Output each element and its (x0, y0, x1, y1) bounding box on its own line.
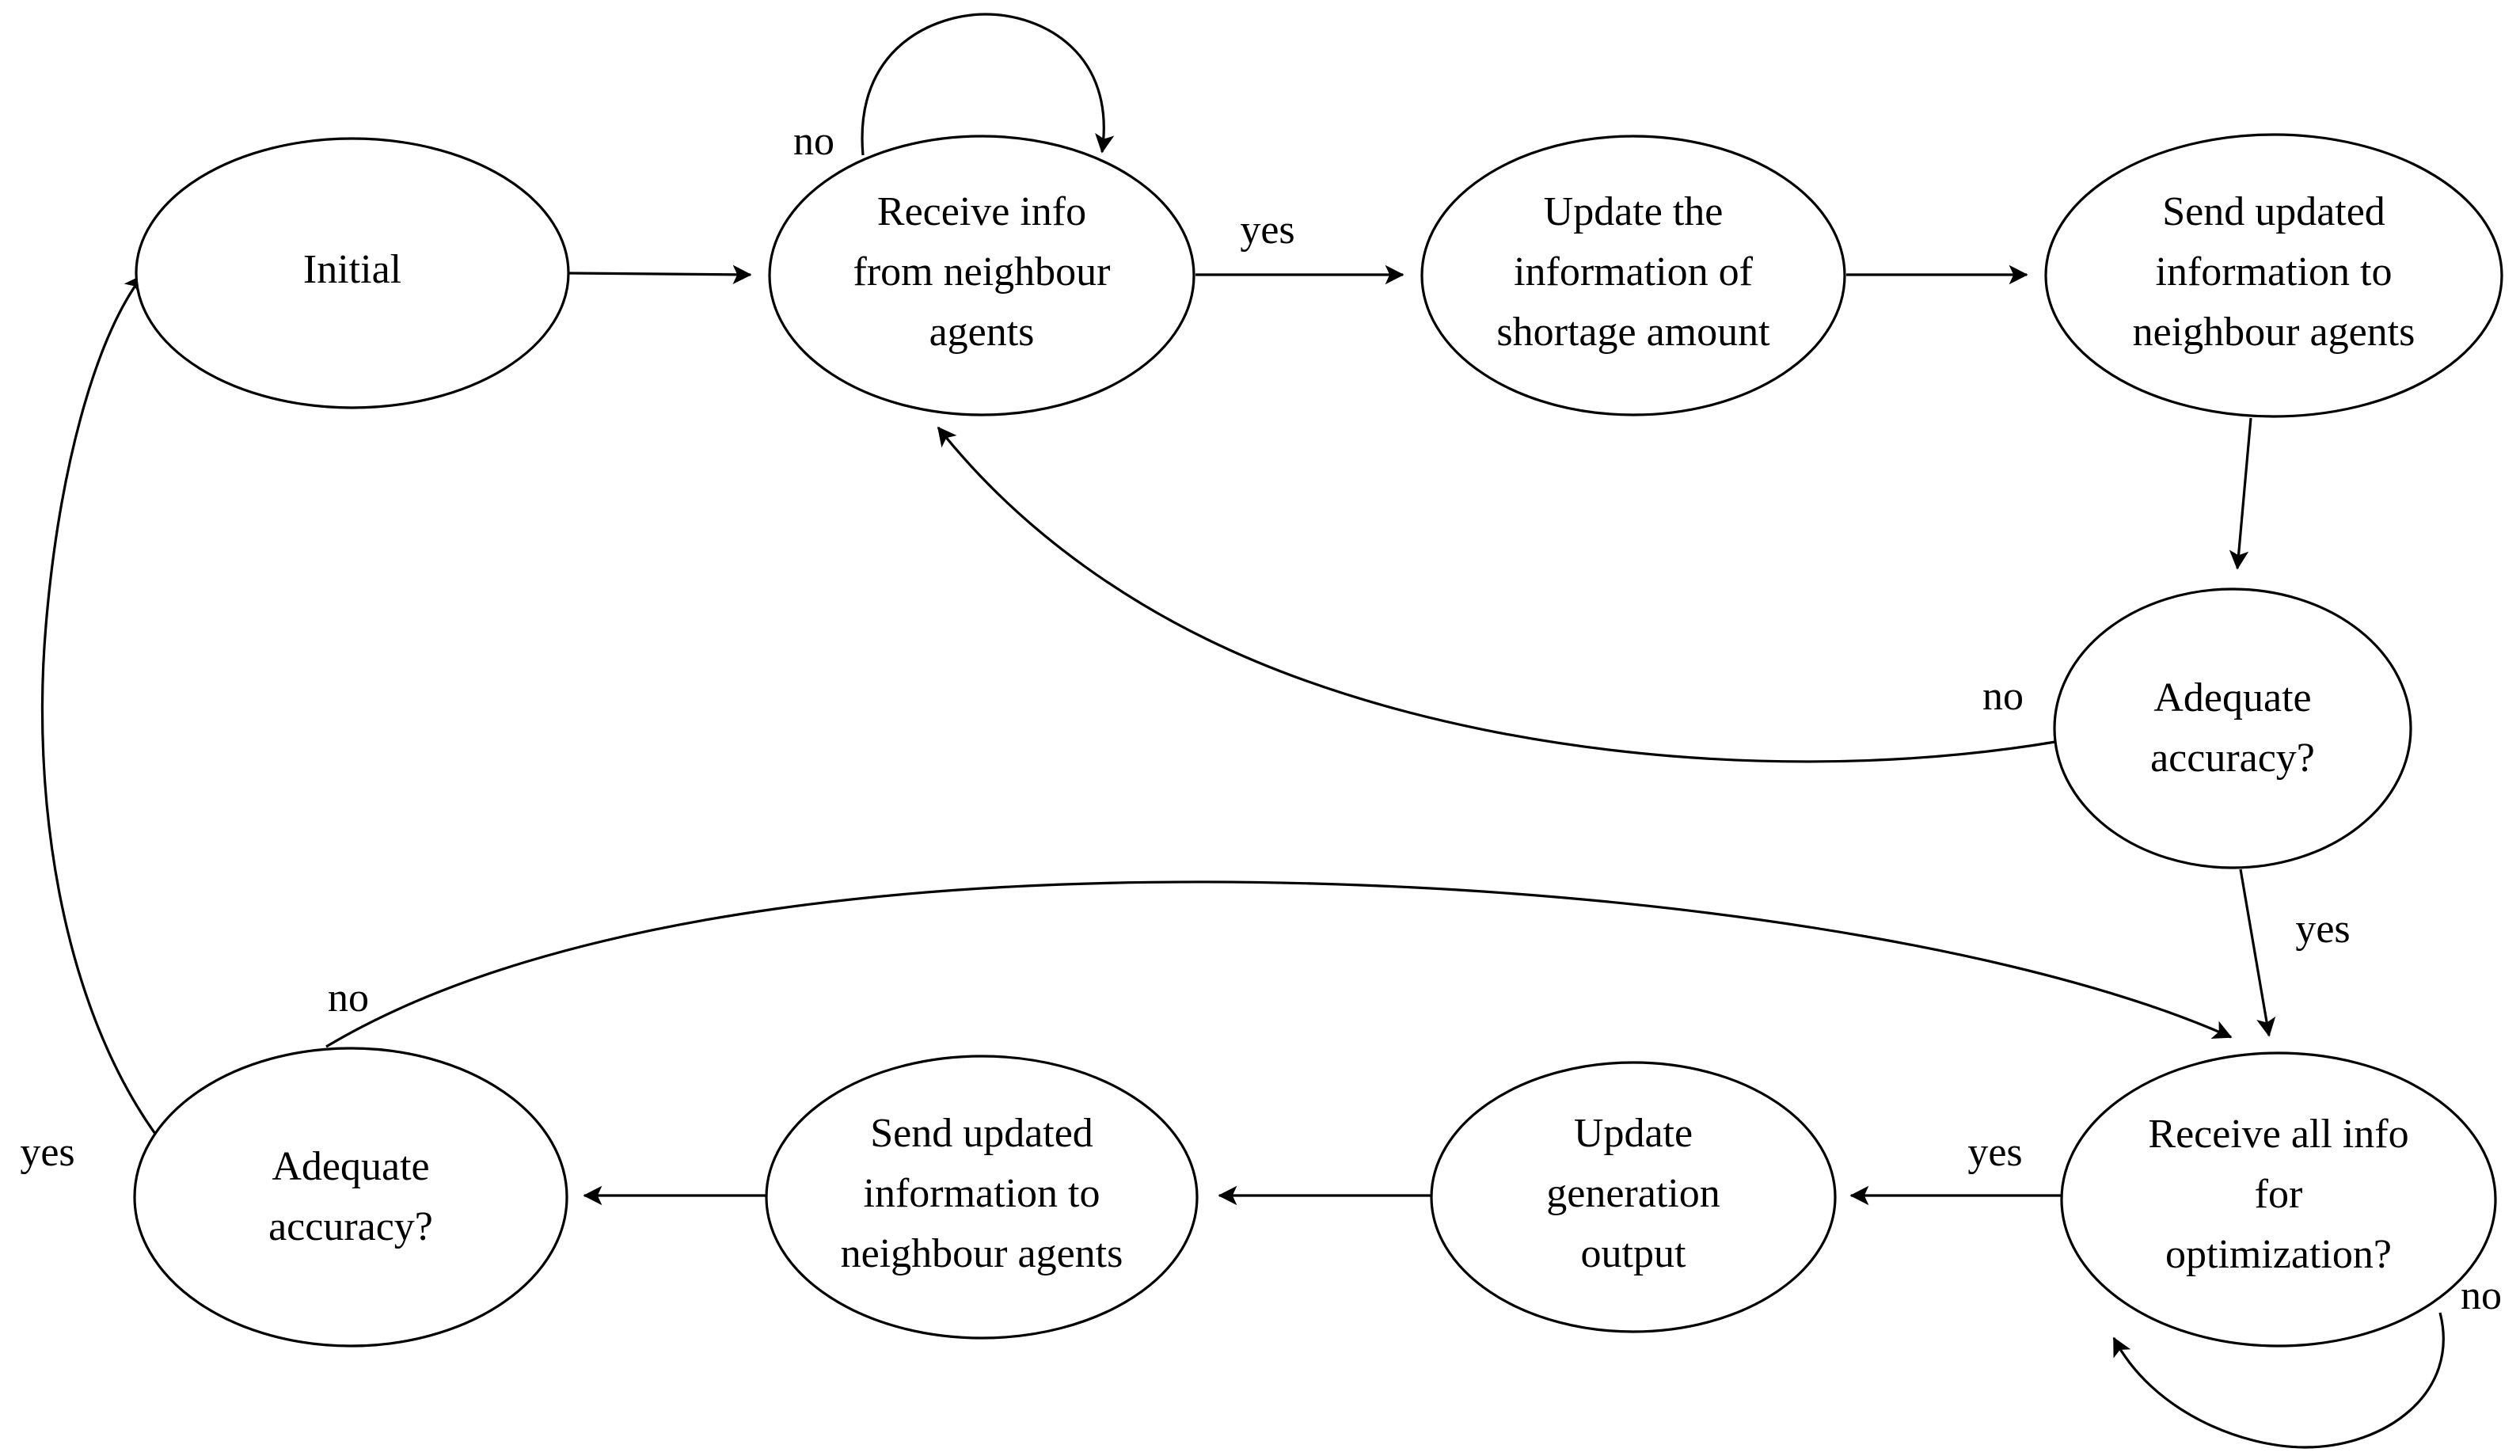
node-initial-label-line-0: Initial (303, 247, 401, 292)
edge-receive-info-self-loop: no (793, 13, 1115, 164)
node-adequate-accuracy-right-shape[interactable] (2053, 587, 2412, 869)
node-update-generation-shape[interactable] (1430, 1061, 1837, 1333)
node-receive-all-info-shape[interactable] (2060, 1051, 2497, 1348)
node-receive-info-label-line-1: from neighbour (853, 249, 1111, 295)
node-send-updated-top-label-line-2: neighbour agents (2133, 310, 2415, 355)
node-adequate-accuracy-left-label-line-0: Adequate (272, 1144, 429, 1189)
node-receive-info[interactable]: Receive info from neighbour agents (768, 135, 1195, 416)
node-adequate-accuracy-right[interactable]: Adequate accuracy? (2053, 587, 2412, 869)
edge-label-adequate-right-no: no (1982, 674, 2024, 719)
edge-adequate-right-to-receive-all-info-yes: yes (2239, 869, 2351, 1037)
node-update-shortage-label-line-1: information of (1514, 249, 1754, 295)
node-update-generation[interactable]: Update generation output (1430, 1061, 1837, 1333)
node-receive-all-info-label-line-0: Receive all info (2148, 1112, 2408, 1157)
edge-adequate-left-to-initial-yes: yes (20, 274, 157, 1175)
node-update-shortage-label-line-0: Update the (1544, 189, 1724, 234)
node-send-updated-top-label-line-1: information to (2156, 249, 2393, 295)
node-adequate-accuracy-left-label-line-1: accuracy? (268, 1204, 433, 1249)
node-update-shortage[interactable]: Update the information of shortage amoun… (1420, 135, 1846, 416)
edge-receive-all-info-to-update-generation-yes: yes (1849, 1130, 2062, 1206)
edge-adequate-left-to-receive-all-info-no: no (325, 880, 2233, 1048)
node-send-updated-bottom-label-line-2: neighbour agents (841, 1231, 1123, 1276)
node-receive-all-info[interactable]: Receive all info for optimization? (2060, 1051, 2497, 1348)
node-send-updated-top[interactable]: Send updated information to neighbour ag… (2044, 133, 2503, 418)
node-update-generation-label-line-0: Update (1574, 1111, 1693, 1156)
edge-receive-info-to-update-shortage: yes (1195, 207, 1404, 285)
node-adequate-accuracy-right-label-line-0: Adequate (2153, 675, 2311, 720)
edge-label-adequate-right-yes: yes (2295, 907, 2350, 952)
node-receive-info-shape[interactable] (768, 135, 1195, 416)
node-receive-all-info-label-line-2: optimization? (2165, 1232, 2392, 1277)
edge-label-adequate-left-no: no (328, 975, 369, 1021)
node-receive-info-label-line-0: Receive info (877, 189, 1086, 234)
edge-adequate-right-to-receive-info-no: no (937, 426, 2056, 763)
node-initial[interactable]: Initial (135, 137, 570, 409)
node-adequate-accuracy-left-shape[interactable] (133, 1047, 568, 1348)
edge-label-receiveall-updategen-yes: yes (1967, 1130, 2022, 1175)
node-adequate-accuracy-left[interactable]: Adequate accuracy? (133, 1047, 568, 1348)
node-adequate-accuracy-right-label-line-1: accuracy? (2150, 736, 2315, 781)
edge-initial-to-receive-info (568, 264, 752, 285)
node-update-generation-label-line-1: generation (1546, 1171, 1720, 1216)
node-send-updated-bottom-label-line-1: information to (864, 1171, 1100, 1216)
edge-label-adequate-left-yes: yes (20, 1130, 74, 1175)
node-receive-info-label-line-2: agents (929, 310, 1035, 355)
edge-label-receive-self-no: no (793, 119, 834, 164)
node-send-updated-bottom-label-line-0: Send updated (870, 1111, 1093, 1156)
edge-label-receive-update-yes: yes (1240, 207, 1294, 253)
edge-label-receiveall-self-no: no (2461, 1273, 2502, 1318)
node-update-shortage-label-line-2: shortage amount (1496, 310, 1770, 355)
node-update-generation-label-line-2: output (1581, 1231, 1686, 1276)
node-send-updated-bottom-shape[interactable] (765, 1055, 1199, 1340)
edge-send-updated-top-to-adequate-right (2229, 417, 2252, 570)
node-initial-shape[interactable] (135, 137, 570, 409)
node-receive-all-info-label-line-1: for (2255, 1172, 2303, 1217)
node-send-updated-top-shape[interactable] (2044, 133, 2503, 418)
edge-receive-all-info-self-loop: no (2112, 1273, 2502, 1449)
node-update-shortage-shape[interactable] (1420, 135, 1846, 416)
node-send-updated-bottom[interactable]: Send updated information to neighbour ag… (765, 1055, 1199, 1340)
node-send-updated-top-label-line-0: Send updated (2162, 189, 2385, 234)
